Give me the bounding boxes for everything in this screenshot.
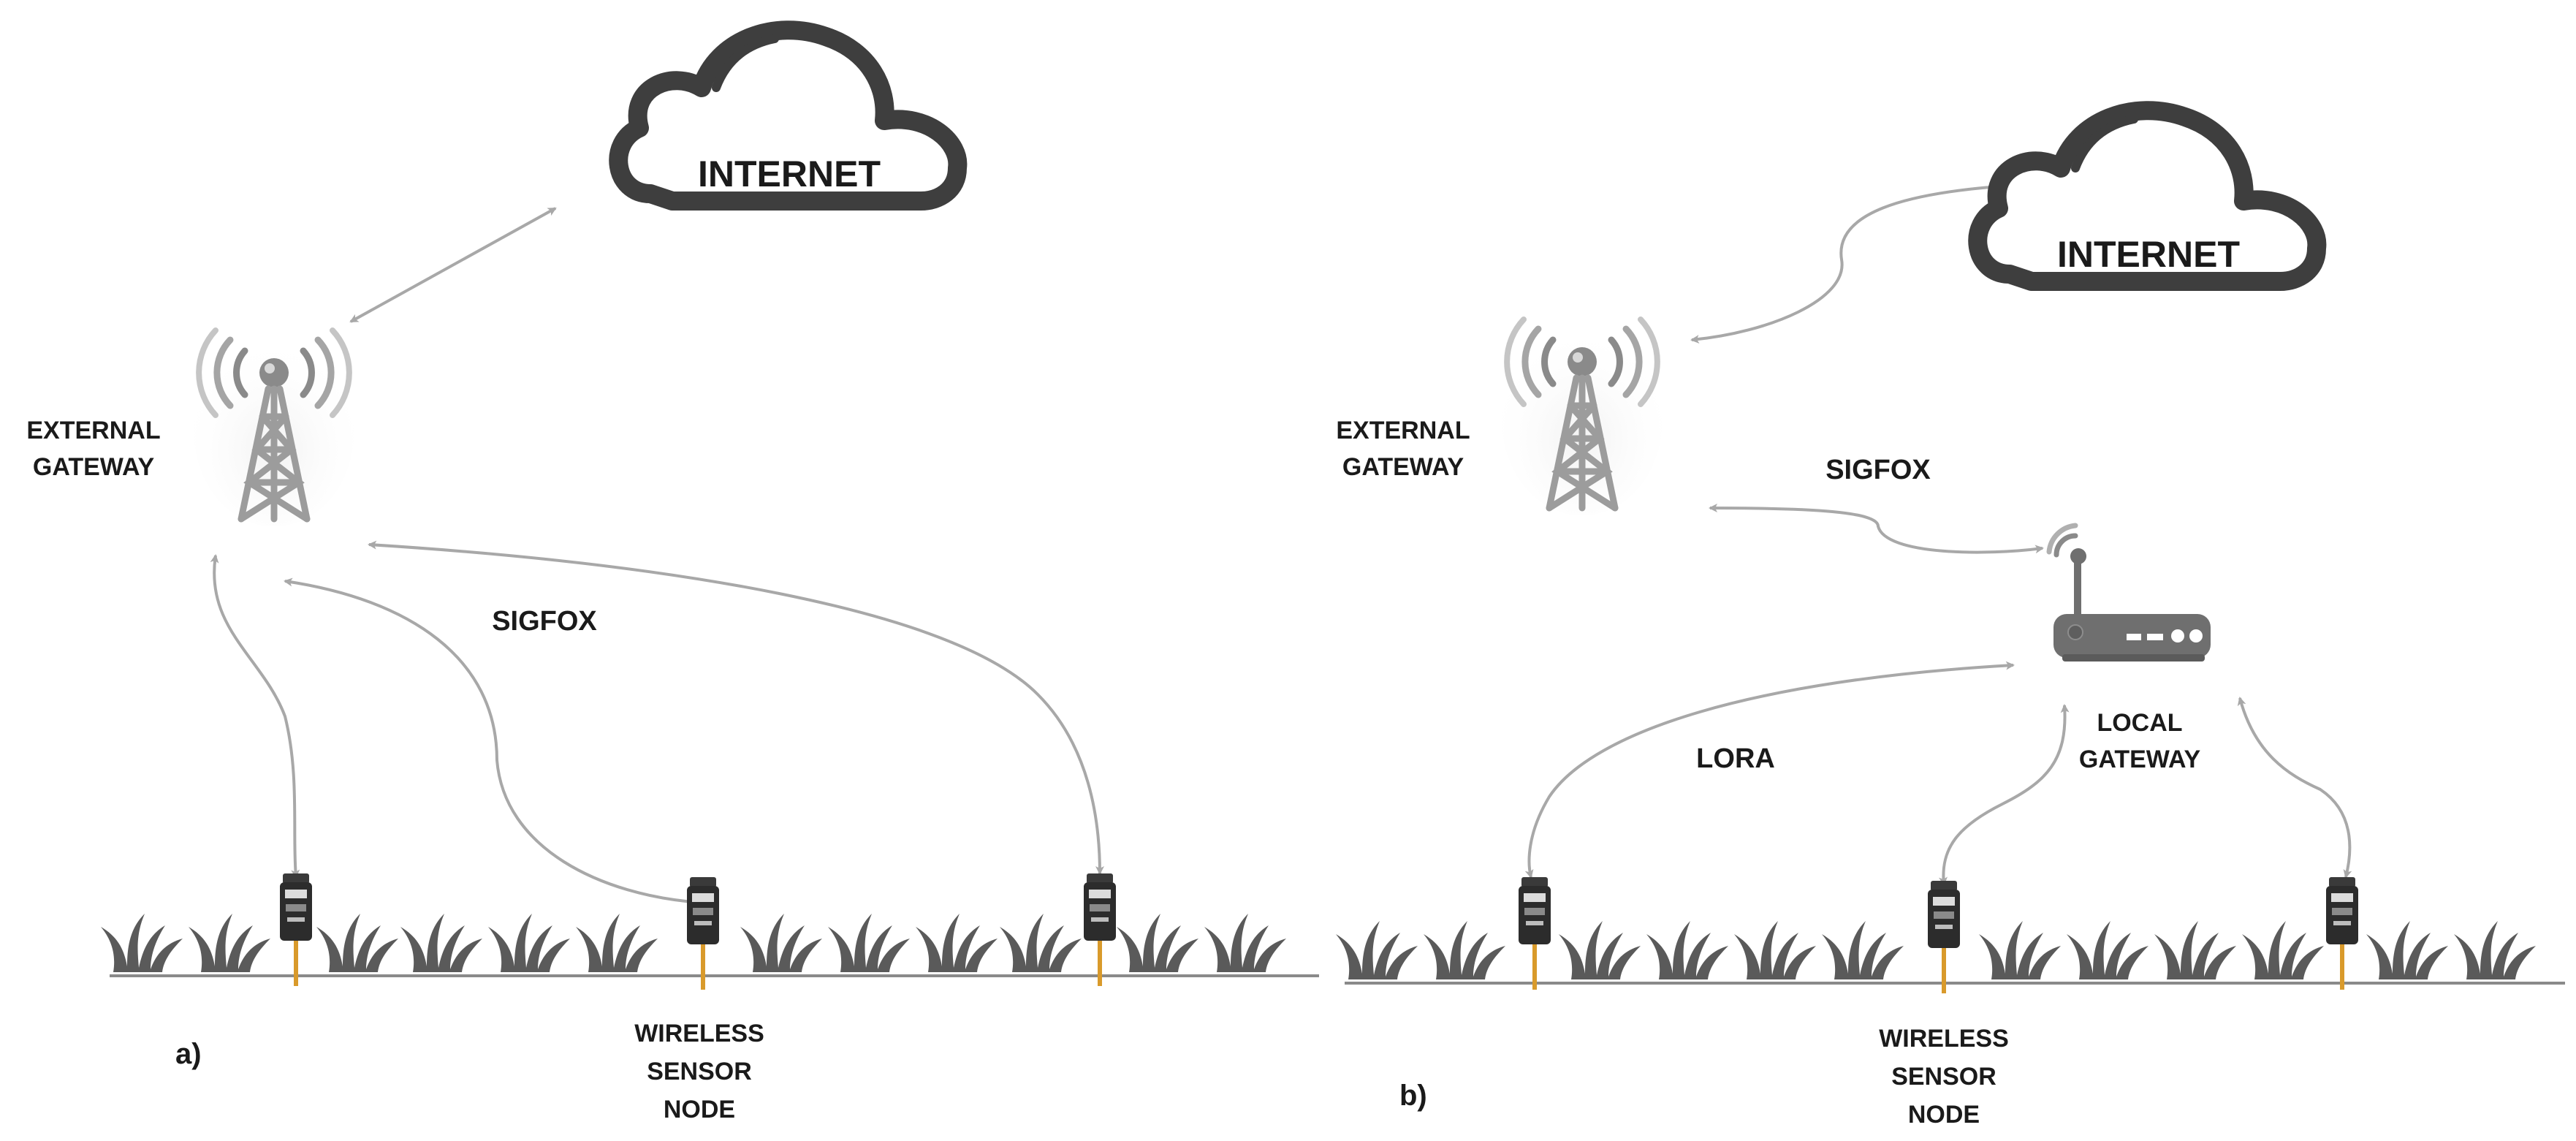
grass-tuft [916,914,998,972]
external-gateway-label-a-line2: GATEWAY [33,453,155,481]
grass-tuft [2242,921,2324,979]
grass-tuft [576,914,658,972]
cloud-label-a: INTERNET [698,153,881,194]
grass-tuft [2067,921,2148,979]
grass-tuft [2366,921,2448,979]
sensor-label-b-line1: WIRELESS [1879,1025,2009,1053]
arrow-tower-sensor3-a [368,540,1104,875]
panel-label-a: a) [175,1038,202,1070]
arrow-tower-internet-a [349,207,557,323]
sensor-label-b-line3: NODE [1908,1101,1980,1129]
grass-tuft [1559,921,1641,979]
arrow-tower-sensor1-a [210,554,300,879]
grass-tuft [2154,921,2236,979]
grass-tuft [1424,921,1505,979]
sensor-label-a-line2: SENSOR [647,1058,752,1085]
sensor-node-icon [1928,881,1960,993]
cell-tower-icon [1502,319,1663,515]
sigfox-label-b: SIGFOX [1825,455,1931,485]
external-gateway-label-b-line1: EXTERNAL [1336,417,1470,444]
grass-tuft [189,914,270,972]
lora-label-b: LORA [1696,743,1775,774]
sensor-label-a-line1: WIRELESS [634,1020,764,1047]
external-gateway-label-a-line1: EXTERNAL [26,417,160,444]
sensor-node-icon [2326,877,2358,990]
sensor-node-icon [1084,873,1116,986]
grass-tuft [740,914,822,972]
grass-tuft [1734,921,1816,979]
external-gateway-label-b-line2: GATEWAY [1342,453,1464,481]
arrow-tower-router-b [1709,504,2044,554]
grass-tuft [1336,921,1418,979]
cloud-label-b: INTERNET [2057,234,2240,275]
sensor-node-icon [687,877,719,990]
grass-tuft [1646,921,1728,979]
panel-b: INTERNET EXTERNAL GATEWAY SIGFOX LORA LO… [1336,110,2565,1129]
sensor-node-icon [1519,877,1551,990]
sensor-label-a-line3: NODE [664,1096,735,1123]
grass-tuft [316,914,398,972]
grass-tuft [2454,921,2536,979]
grass-tuft [400,914,482,972]
arrow-router-sensor2-b [1939,704,2070,886]
arrow-tower-internet-b [1690,182,2000,344]
arrow-router-sensor3-b [2237,697,2352,879]
panel-a: INTERNET EXTERNAL GATEWAY SIGFOX WIRELES… [26,30,1319,1123]
arrow-router-sensor1-b [1524,661,2015,879]
local-gateway-label-line2: GATEWAY [2079,746,2201,773]
sensor-label-b-line2: SENSOR [1891,1063,1996,1091]
grass-tuft [1204,914,1286,972]
grass-tuft [828,914,910,972]
grass-tuft [1979,921,2061,979]
grass-tuft [1822,921,1904,979]
grass-tuft [1000,914,1082,972]
sigfox-label-a: SIGFOX [492,606,597,637]
local-gateway-label-line1: LOCAL [2097,709,2182,737]
sensor-node-icon [280,873,312,986]
router-icon [2049,526,2211,662]
grass-tuft [488,914,570,972]
panel-label-b: b) [1399,1080,1427,1112]
grass-tuft [1117,914,1198,972]
grass-tuft [101,914,183,972]
cell-tower-icon [194,330,354,526]
